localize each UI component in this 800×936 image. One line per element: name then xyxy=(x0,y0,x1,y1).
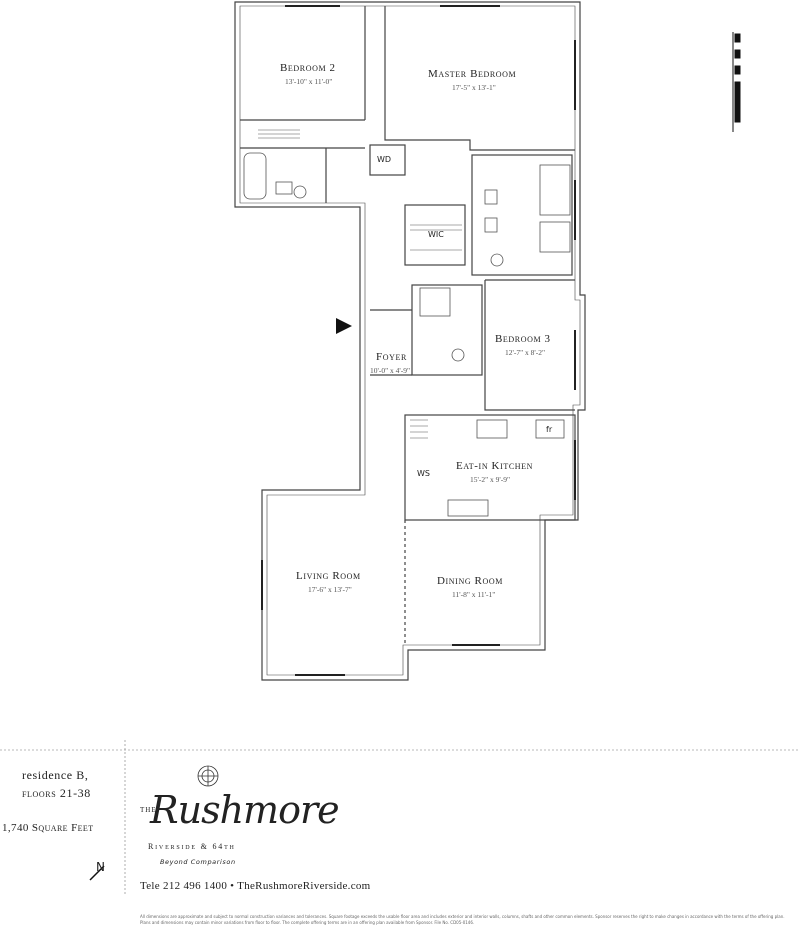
address-label: Riverside & 64th xyxy=(148,842,236,851)
exterior-wall-inner xyxy=(239,5,581,676)
residence-label: residence B, xyxy=(22,768,89,782)
ws-label: WS xyxy=(417,469,430,478)
kitchen-sink xyxy=(447,499,489,517)
bedroom2-wall xyxy=(240,6,366,203)
floors-label: floors 21-38 xyxy=(22,786,91,800)
wic-label: WIC xyxy=(428,230,444,239)
sink2 xyxy=(484,217,498,233)
north-arrow-icon xyxy=(89,865,105,881)
room-dims-dining-room: 11'-8" x 11'-1" xyxy=(452,590,496,599)
shower3 xyxy=(419,287,451,317)
scale-bar xyxy=(732,32,741,132)
room-dims-master-bedroom: 17'-5" x 13'-1" xyxy=(452,83,496,92)
room-dims-bedroom2: 13'-10" x 11'-0" xyxy=(285,77,333,86)
wic-wall xyxy=(404,204,466,266)
master-bedroom-wall xyxy=(384,6,575,151)
exterior-wall xyxy=(234,1,586,681)
toilet3 xyxy=(451,348,465,362)
square-feet-label: 1,740 Square Feet xyxy=(2,822,94,834)
contact-line: Tele 212 496 1400 • TheRushmoreRiverside… xyxy=(140,880,371,892)
wd-closet xyxy=(369,144,406,176)
room-dims-bedroom3: 12'-7" x 8'-2" xyxy=(505,348,546,357)
logo-the: THE xyxy=(140,806,157,814)
logo-emblem xyxy=(197,765,219,787)
room-name-kitchen: Eat-in Kitchen xyxy=(456,460,534,472)
entry-arrow xyxy=(336,318,352,334)
bedroom3-wall xyxy=(484,279,575,411)
room-name-bedroom3: Bedroom 3 xyxy=(495,333,551,345)
shower xyxy=(539,164,571,216)
room-name-master-bedroom: Master Bedroom xyxy=(428,68,517,80)
closet-shelves xyxy=(258,129,462,439)
room-dims-kitchen: 15'-2" x 9'-9" xyxy=(470,475,511,484)
wd-label: WD xyxy=(377,155,392,164)
range xyxy=(476,419,508,439)
foyer-wall xyxy=(370,309,412,376)
master-bath-wall xyxy=(471,154,573,276)
room-dims-living-room: 17'-6" x 13'-7" xyxy=(308,585,352,594)
room-name-foyer: Foyer xyxy=(376,351,407,363)
hall-bath-wall xyxy=(411,284,483,376)
tagline: Beyond Comparison xyxy=(160,858,236,866)
toilet xyxy=(293,185,307,199)
sink xyxy=(484,189,498,205)
windows xyxy=(261,5,576,676)
room-name-dining-room: Dining Room xyxy=(437,575,503,587)
room-dims-foyer: 10'-0" x 4'-9" xyxy=(370,366,411,375)
logo-wordmark: Rushmore xyxy=(150,788,340,832)
north-label: N xyxy=(96,860,105,874)
bathtub xyxy=(243,152,267,200)
room-name-living-room: Living Room xyxy=(296,570,361,582)
room-name-bedroom2: Bedroom 2 xyxy=(280,62,336,74)
fridge-label: fr xyxy=(546,425,553,434)
toilet2 xyxy=(490,253,504,267)
disclaimer: All dimensions are approximate and subje… xyxy=(140,914,785,925)
fridge xyxy=(535,419,565,439)
vanity xyxy=(275,181,293,195)
shower2 xyxy=(539,221,571,253)
